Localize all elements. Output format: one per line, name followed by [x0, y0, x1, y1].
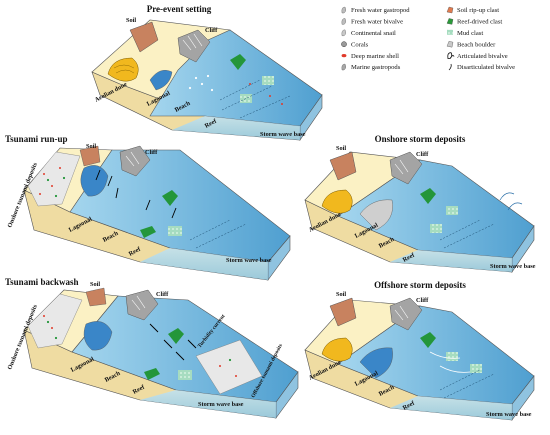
soil-layer	[329, 151, 357, 181]
label-cliff: Cliff	[145, 149, 158, 156]
onshore-tsunami-deposit	[27, 151, 81, 207]
soil-layer	[329, 297, 357, 327]
soil-layer	[79, 145, 101, 167]
panel-pre-event: Pre-event setting Soil Cliff	[91, 4, 323, 141]
label-storm-wave-base: Storm wave base	[226, 257, 272, 264]
legend-label: Disarticulated bivalve	[457, 64, 515, 71]
cliff-rock	[389, 297, 423, 331]
lagoon	[80, 165, 109, 197]
panel-title: Offshore storm deposits	[374, 280, 466, 290]
gastropod-icon	[341, 6, 346, 14]
legend-label: Fresh water bivalve	[351, 19, 403, 26]
label-storm-wave-base: Storm wave base	[490, 263, 536, 270]
cliff-rock	[389, 151, 423, 185]
mud-clast	[446, 206, 458, 215]
label-soil: Soil	[126, 17, 136, 24]
storm-overwash-deposit	[359, 199, 393, 231]
panel-tsunami-run-up: Tsunami run-up Soil Cliff Onshore tsunam…	[5, 134, 291, 281]
panel-tsunami-backwash: Tsunami backwash Soil Cliff Onshore tsun…	[5, 277, 299, 419]
sea-surface	[149, 29, 323, 127]
cliff-lines	[182, 33, 203, 51]
backwash-arrows	[149, 323, 197, 361]
lagoon	[83, 321, 113, 351]
mud-clast	[168, 226, 182, 236]
panel-title: Onshore storm deposits	[375, 134, 466, 144]
articulated-bivalve-icon	[447, 52, 455, 59]
flow-arrows	[95, 169, 177, 219]
onshore-tsunami-deposit	[27, 293, 83, 349]
disarticulated-bivalve-icon	[448, 63, 452, 71]
deep-shell-icon	[341, 54, 347, 58]
sea-front	[172, 116, 300, 140]
soil-layer	[85, 287, 107, 307]
marine-gastropod-icon	[341, 63, 346, 71]
legend-label: Deep marine shell	[351, 53, 399, 60]
aeolian-dune	[107, 57, 139, 82]
panel-title: Pre-event setting	[147, 4, 212, 14]
label-cliff: Cliff	[156, 291, 169, 298]
label-soil: Soil	[90, 281, 100, 288]
label-cliff: Cliff	[416, 297, 429, 304]
label-cliff: Cliff	[416, 151, 429, 158]
legend-label: Articulated bivalve	[457, 53, 508, 60]
legend-label: Marine gastropods	[351, 64, 401, 71]
panel-offshore-storm: Offshore storm deposits Soil Cliff Aeoli…	[304, 280, 535, 421]
bivalve-icon	[341, 18, 346, 25]
aeolian-dune	[321, 189, 353, 214]
label-soil: Soil	[336, 145, 346, 152]
soil-clast-icon	[446, 6, 454, 14]
legend-label: Continental snail	[351, 30, 396, 37]
panel-title: Tsunami backwash	[5, 277, 78, 287]
mud-clast-icon	[447, 29, 453, 35]
legend-label: Soil rip-up clast	[457, 7, 499, 14]
panel-onshore-storm: Onshore storm deposits Soil Cliff Aeolia…	[304, 134, 536, 273]
legend-label: Beach boulder	[457, 41, 496, 48]
lagoon	[149, 70, 173, 91]
reef	[168, 328, 184, 344]
label-storm-wave-base: Storm wave base	[260, 131, 306, 138]
reef	[420, 188, 436, 204]
offshore-flow	[429, 351, 471, 373]
shell-scatter	[188, 74, 214, 92]
legend-label: Mud clast	[457, 30, 483, 37]
offshore-tsunami-deposit	[195, 339, 263, 395]
coral-icon	[341, 41, 347, 48]
label-soil: Soil	[336, 291, 346, 298]
snail-icon	[341, 29, 346, 36]
aeolian-dune	[321, 337, 353, 362]
legend-label: Corals	[351, 41, 369, 48]
cliff-rock	[119, 145, 151, 177]
storm-waves	[499, 192, 523, 211]
label-soil: Soil	[86, 143, 96, 150]
boulder-icon	[446, 40, 454, 48]
cliff-rock	[125, 289, 159, 321]
storm-wave-base-line	[219, 79, 291, 119]
reef	[420, 332, 436, 348]
cliff-rock	[177, 29, 211, 63]
legend-label: Fresh water gastropod	[351, 7, 410, 14]
label-storm-wave-base: Storm wave base	[198, 401, 244, 408]
mud-clast	[178, 370, 192, 380]
reef-clast-icon	[446, 18, 454, 25]
reef	[230, 54, 246, 70]
soil-layer	[129, 21, 159, 53]
mud-clast	[262, 76, 274, 85]
label-cliff: Cliff	[205, 27, 218, 34]
legend-label: Reef-drived clast	[457, 19, 502, 26]
panel-title: Tsunami run-up	[5, 134, 67, 144]
mud-clast	[446, 352, 458, 361]
reef	[162, 190, 178, 206]
lagoon	[359, 347, 393, 379]
label-storm-wave-base: Storm wave base	[486, 411, 532, 418]
